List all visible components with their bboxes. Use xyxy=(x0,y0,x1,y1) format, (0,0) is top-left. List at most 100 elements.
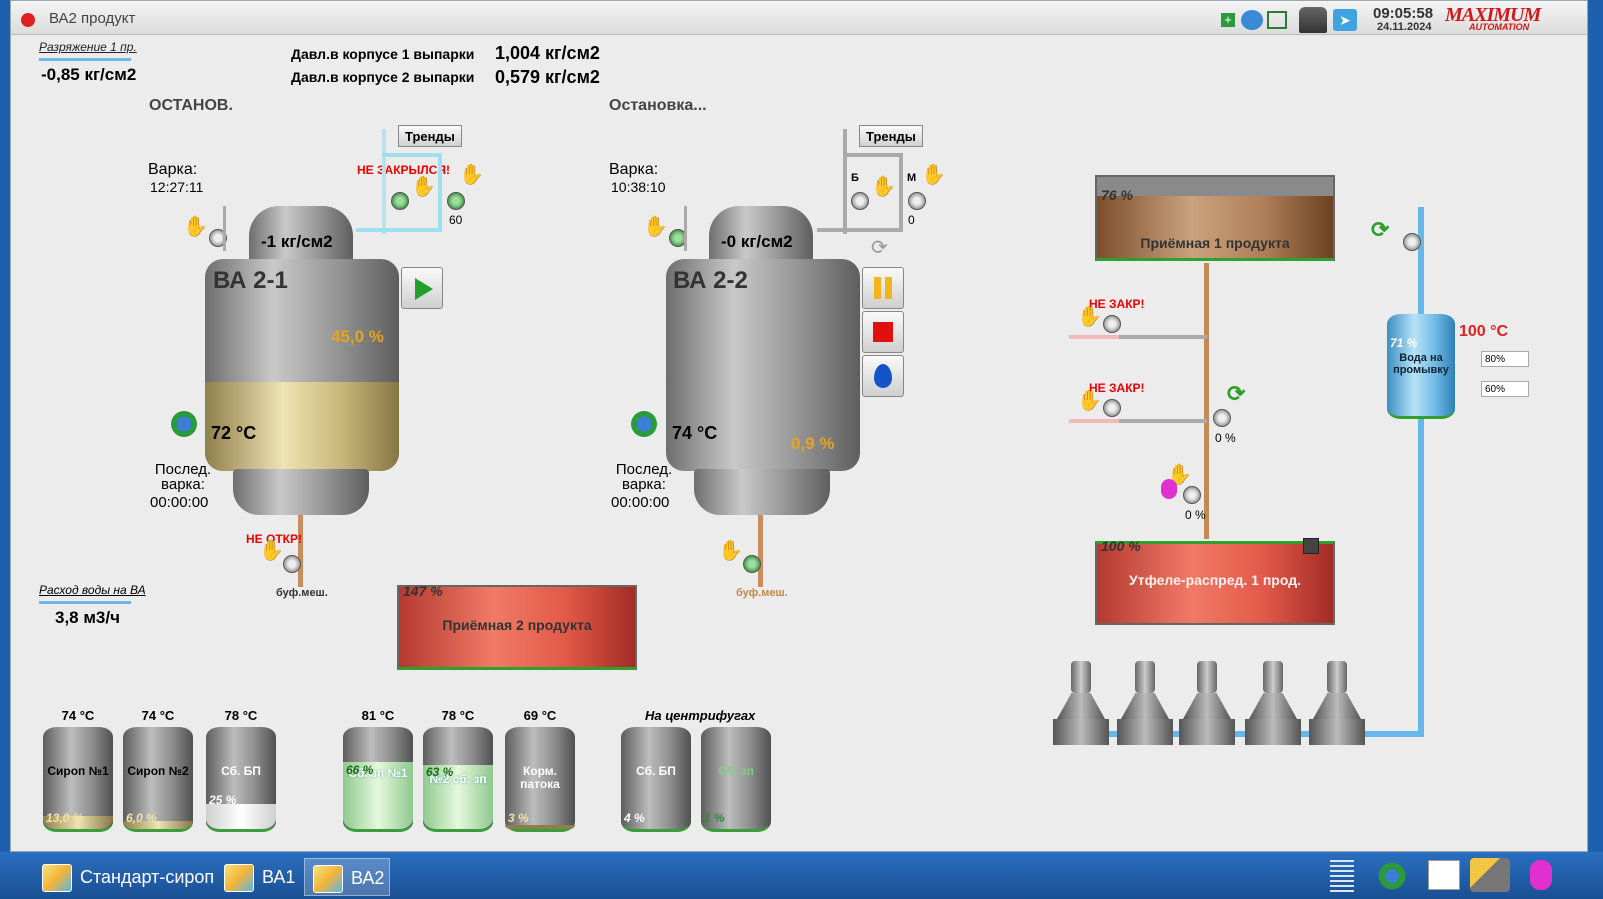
wash-water-tank[interactable]: 71 % Вода на промывку xyxy=(1387,314,1455,419)
barrel-syrup-1[interactable]: Сироп №1 13,0 % xyxy=(43,727,113,832)
water-label: Расход воды на ВА xyxy=(39,583,146,597)
ba22-stop-button[interactable] xyxy=(862,311,904,353)
ba21-drain-valve[interactable] xyxy=(283,555,301,573)
touch-icon[interactable] xyxy=(1161,479,1177,499)
add-icon[interactable]: + xyxy=(1221,13,1235,27)
ba21-start-button[interactable] xyxy=(401,267,443,309)
hand-icon[interactable]: ✋ xyxy=(718,540,743,562)
gear-icon[interactable] xyxy=(629,409,659,439)
title-bar: ВА2 продукт + ➤ 09:05:58 24.11.2024 MAXI… xyxy=(11,1,1587,35)
logo-sub: AUTOMATION xyxy=(1469,22,1530,32)
valve-warn-1: НЕ ЗАКР! xyxy=(1089,297,1145,311)
refresh-icon[interactable]: ⟳ xyxy=(1227,381,1246,406)
barrel-pct: 6,0 % xyxy=(126,811,157,825)
ba22-pipe xyxy=(843,153,903,157)
hand-icon[interactable]: ✋ xyxy=(259,540,284,562)
wash-water-level: 71 % xyxy=(1390,336,1418,350)
refresh-icon[interactable]: ⟳ xyxy=(871,237,888,259)
hand-icon[interactable]: ✋ xyxy=(1077,306,1102,328)
operator-icon[interactable] xyxy=(1299,7,1327,33)
chat-icon[interactable] xyxy=(1241,10,1263,30)
ba22-drain-valve[interactable] xyxy=(743,555,761,573)
tab-ba2[interactable]: ВА2 xyxy=(304,858,390,896)
centrifuge[interactable] xyxy=(1309,661,1365,749)
distributor-tank[interactable]: 100 % Утфеле-распред. 1 прод. xyxy=(1095,538,1335,625)
barrel-sb-zp-2[interactable]: №2 сб. зп 63 % xyxy=(423,727,493,832)
settings-gear-icon[interactable] xyxy=(1376,860,1408,892)
tab-ba1[interactable]: ВА1 xyxy=(216,858,302,896)
ba22-valve-m[interactable] xyxy=(908,192,926,210)
ba21-valve-b[interactable] xyxy=(391,192,409,210)
valve-pct-1: 0 % xyxy=(1215,431,1236,445)
ba21-status: ОСТАНОВ. xyxy=(149,97,233,114)
barrel-molasses[interactable]: Корм. патока 3 % xyxy=(505,727,575,832)
barrel-fill xyxy=(123,820,193,829)
centrifuge[interactable] xyxy=(1117,661,1173,749)
ba21-valve-left[interactable] xyxy=(209,229,227,247)
valve-right-4[interactable] xyxy=(1183,486,1201,504)
receiver1-tank[interactable]: 76 % Приёмная 1 продукта xyxy=(1095,175,1335,261)
barrel-sb-zp-1[interactable]: Сб. зп №1 66 % xyxy=(343,727,413,832)
trend-chart-icon[interactable] xyxy=(1428,860,1460,890)
ba21-last-label: Послед. варка: xyxy=(154,461,212,493)
ba21-last-time: 00:00:00 xyxy=(150,494,209,511)
close-dot-icon[interactable] xyxy=(21,13,35,27)
logo-text: MAXIMUM xyxy=(1445,4,1541,26)
engineer-tool-icon[interactable] xyxy=(1470,858,1510,892)
ba21-warn-not-open: НЕ ОТКР! xyxy=(246,532,302,546)
barrel-name: Сб. БП xyxy=(221,764,261,778)
ba21-valve-num: 60 xyxy=(449,213,463,227)
ba21-cone xyxy=(233,469,369,515)
valve-right-3[interactable] xyxy=(1213,409,1231,427)
gear-icon[interactable] xyxy=(169,409,199,439)
hand-icon[interactable]: ✋ xyxy=(643,216,668,238)
wash-valve[interactable] xyxy=(1403,233,1421,251)
centrifuge[interactable] xyxy=(1245,661,1301,749)
ba22-water-button[interactable] xyxy=(862,355,904,397)
network-icon[interactable] xyxy=(1267,11,1287,29)
menu-lines-icon[interactable] xyxy=(1330,860,1354,892)
barrel-centri-bp[interactable]: Сб. БП 4 % xyxy=(621,727,691,832)
ba22-trends-button[interactable]: Тренды xyxy=(859,125,923,147)
receiver2-name: Приёмная 2 продукта xyxy=(442,617,592,633)
valve-right-2[interactable] xyxy=(1103,399,1121,417)
telegram-icon[interactable]: ➤ xyxy=(1333,9,1357,31)
centrifuge[interactable] xyxy=(1179,661,1235,749)
stop-icon xyxy=(873,322,893,342)
hand-icon[interactable]: ✋ xyxy=(871,176,896,198)
barrel-pct: 4 % xyxy=(624,811,645,825)
ba22-valve-b[interactable] xyxy=(851,192,869,210)
pipe-grey xyxy=(1119,335,1207,339)
valve-right-1[interactable] xyxy=(1103,315,1121,333)
ba22-pause-button[interactable] xyxy=(862,267,904,309)
water-underline xyxy=(39,601,131,604)
receiver2-tank[interactable]: 147 % Приёмная 2 продукта xyxy=(397,583,637,670)
tab-standard-syrup[interactable]: Стандарт-сироп xyxy=(34,858,216,896)
ba21-buf: буф.меш. xyxy=(276,587,328,599)
wash-pipe xyxy=(1418,207,1424,322)
refresh-icon[interactable]: ⟳ xyxy=(1371,217,1390,242)
hand-icon[interactable]: ✋ xyxy=(459,164,484,186)
pause-icon xyxy=(874,277,881,299)
touch-hand-icon[interactable] xyxy=(1530,860,1552,890)
wash-setpoint-low[interactable]: 60% xyxy=(1481,381,1529,397)
hand-icon[interactable]: ✋ xyxy=(183,216,208,238)
wash-setpoint-high[interactable]: 80% xyxy=(1481,351,1529,367)
barrel-centri-zp[interactable]: Сб. зп 1 % xyxy=(701,727,771,832)
ba21-trends-button[interactable]: Тренды xyxy=(398,125,462,147)
barrel-name: Сб. зп xyxy=(718,764,754,778)
barrel-pct: 13,0 % xyxy=(46,811,84,825)
hand-icon[interactable]: ✋ xyxy=(921,164,946,186)
ba21-valve-m[interactable] xyxy=(447,192,465,210)
barrel-temp: 74 °C xyxy=(141,708,175,723)
barrel-sb-bp[interactable]: Сб. БП 25 % xyxy=(206,727,276,832)
barrel-syrup-2[interactable]: Сироп №2 6,0 % xyxy=(123,727,193,832)
wash-pipe xyxy=(1418,415,1424,737)
hand-icon[interactable]: ✋ xyxy=(1077,390,1102,412)
barrel-temp: 78 °C xyxy=(224,708,258,723)
hand-icon[interactable]: ✋ xyxy=(411,176,436,198)
valve-warn-2: НЕ ЗАКР! xyxy=(1089,381,1145,395)
distributor-name: Утфеле-распред. 1 прод. xyxy=(1129,572,1301,588)
syrup-icon xyxy=(313,865,343,893)
centrifuge[interactable] xyxy=(1053,661,1109,749)
